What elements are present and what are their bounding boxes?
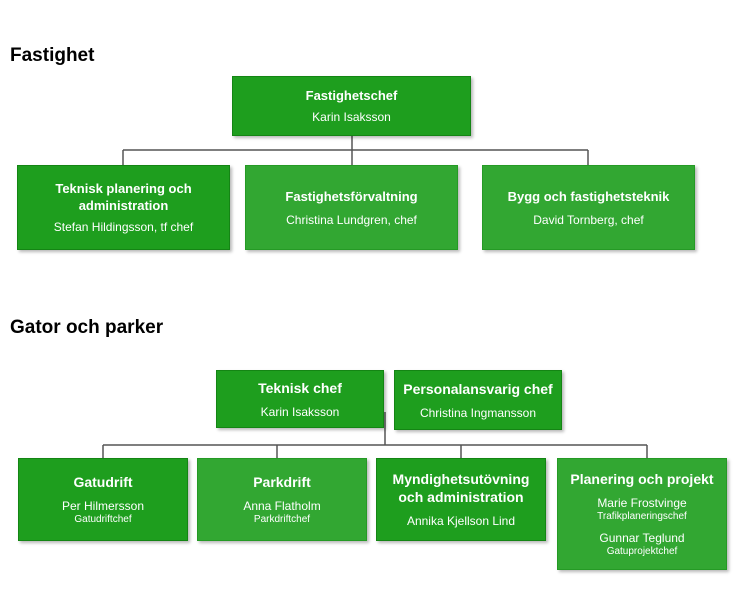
org-box-teknisk-planering: Teknisk planering och administration Ste…: [17, 165, 230, 250]
box-title: Planering och projekt: [570, 471, 714, 487]
org-box-teknisk-chef: Teknisk chef Karin Isaksson: [216, 370, 384, 428]
box-title: Parkdrift: [253, 474, 311, 490]
box-name: Marie Frostvinge: [597, 496, 687, 510]
org-box-gatudrift: Gatudrift Per Hilmersson Gatudriftchef: [18, 458, 188, 541]
org-box-parkdrift: Parkdrift Anna Flatholm Parkdriftchef: [197, 458, 367, 541]
box-title: Personalansvarig chef: [403, 380, 553, 397]
org-box-fastighetschef: Fastighetschef Karin Isaksson: [232, 76, 471, 136]
box-role: Gatudriftchef: [74, 514, 132, 525]
box-name: Anna Flatholm: [243, 499, 321, 513]
box-role: Parkdriftchef: [253, 514, 311, 525]
section-title-fastighet: Fastighet: [10, 45, 95, 66]
box-name: David Tornberg, chef: [533, 212, 644, 227]
box-name: Gunnar Teglund: [599, 531, 685, 545]
box-name: Karin Isaksson: [312, 110, 391, 124]
section-title-gator-och-parker: Gator och parker: [10, 317, 164, 338]
box-title: Myndighetsutövning och administration: [392, 471, 530, 505]
box-title: Fastighetschef: [305, 88, 398, 103]
box-name: Christina Ingmansson: [419, 405, 537, 420]
org-box-fastighetsforvaltning: Fastighetsförvaltning Christina Lundgren…: [245, 165, 458, 250]
box-title: Teknisk planering och administration: [55, 181, 192, 213]
org-box-personalansvarig-chef: Personalansvarig chef Christina Ingmanss…: [394, 370, 562, 430]
box-role: Gatuprojektchef: [606, 546, 678, 557]
box-name: Per Hilmersson: [61, 499, 145, 513]
box-role: Trafikplaneringschef: [597, 511, 687, 522]
box-name: Christina Lundgren, chef: [286, 212, 417, 227]
box-title: Fastighetsförvaltning: [285, 188, 418, 204]
org-box-planering-projekt: Planering och projekt Marie Frostvinge T…: [557, 458, 727, 570]
box-name: Stefan Hildingsson, tf chef: [53, 220, 194, 234]
box-title: Bygg och fastighetsteknik: [507, 188, 670, 204]
box-title: Gatudrift: [73, 474, 133, 490]
box-name: Annika Kjellson Lind: [406, 514, 516, 528]
box-name: Karin Isaksson: [260, 404, 340, 419]
org-box-bygg-fastighetsteknik: Bygg och fastighetsteknik David Tornberg…: [482, 165, 695, 250]
org-box-myndighetsutovning: Myndighetsutövning och administration An…: [376, 458, 546, 541]
box-title: Teknisk chef: [258, 379, 342, 396]
